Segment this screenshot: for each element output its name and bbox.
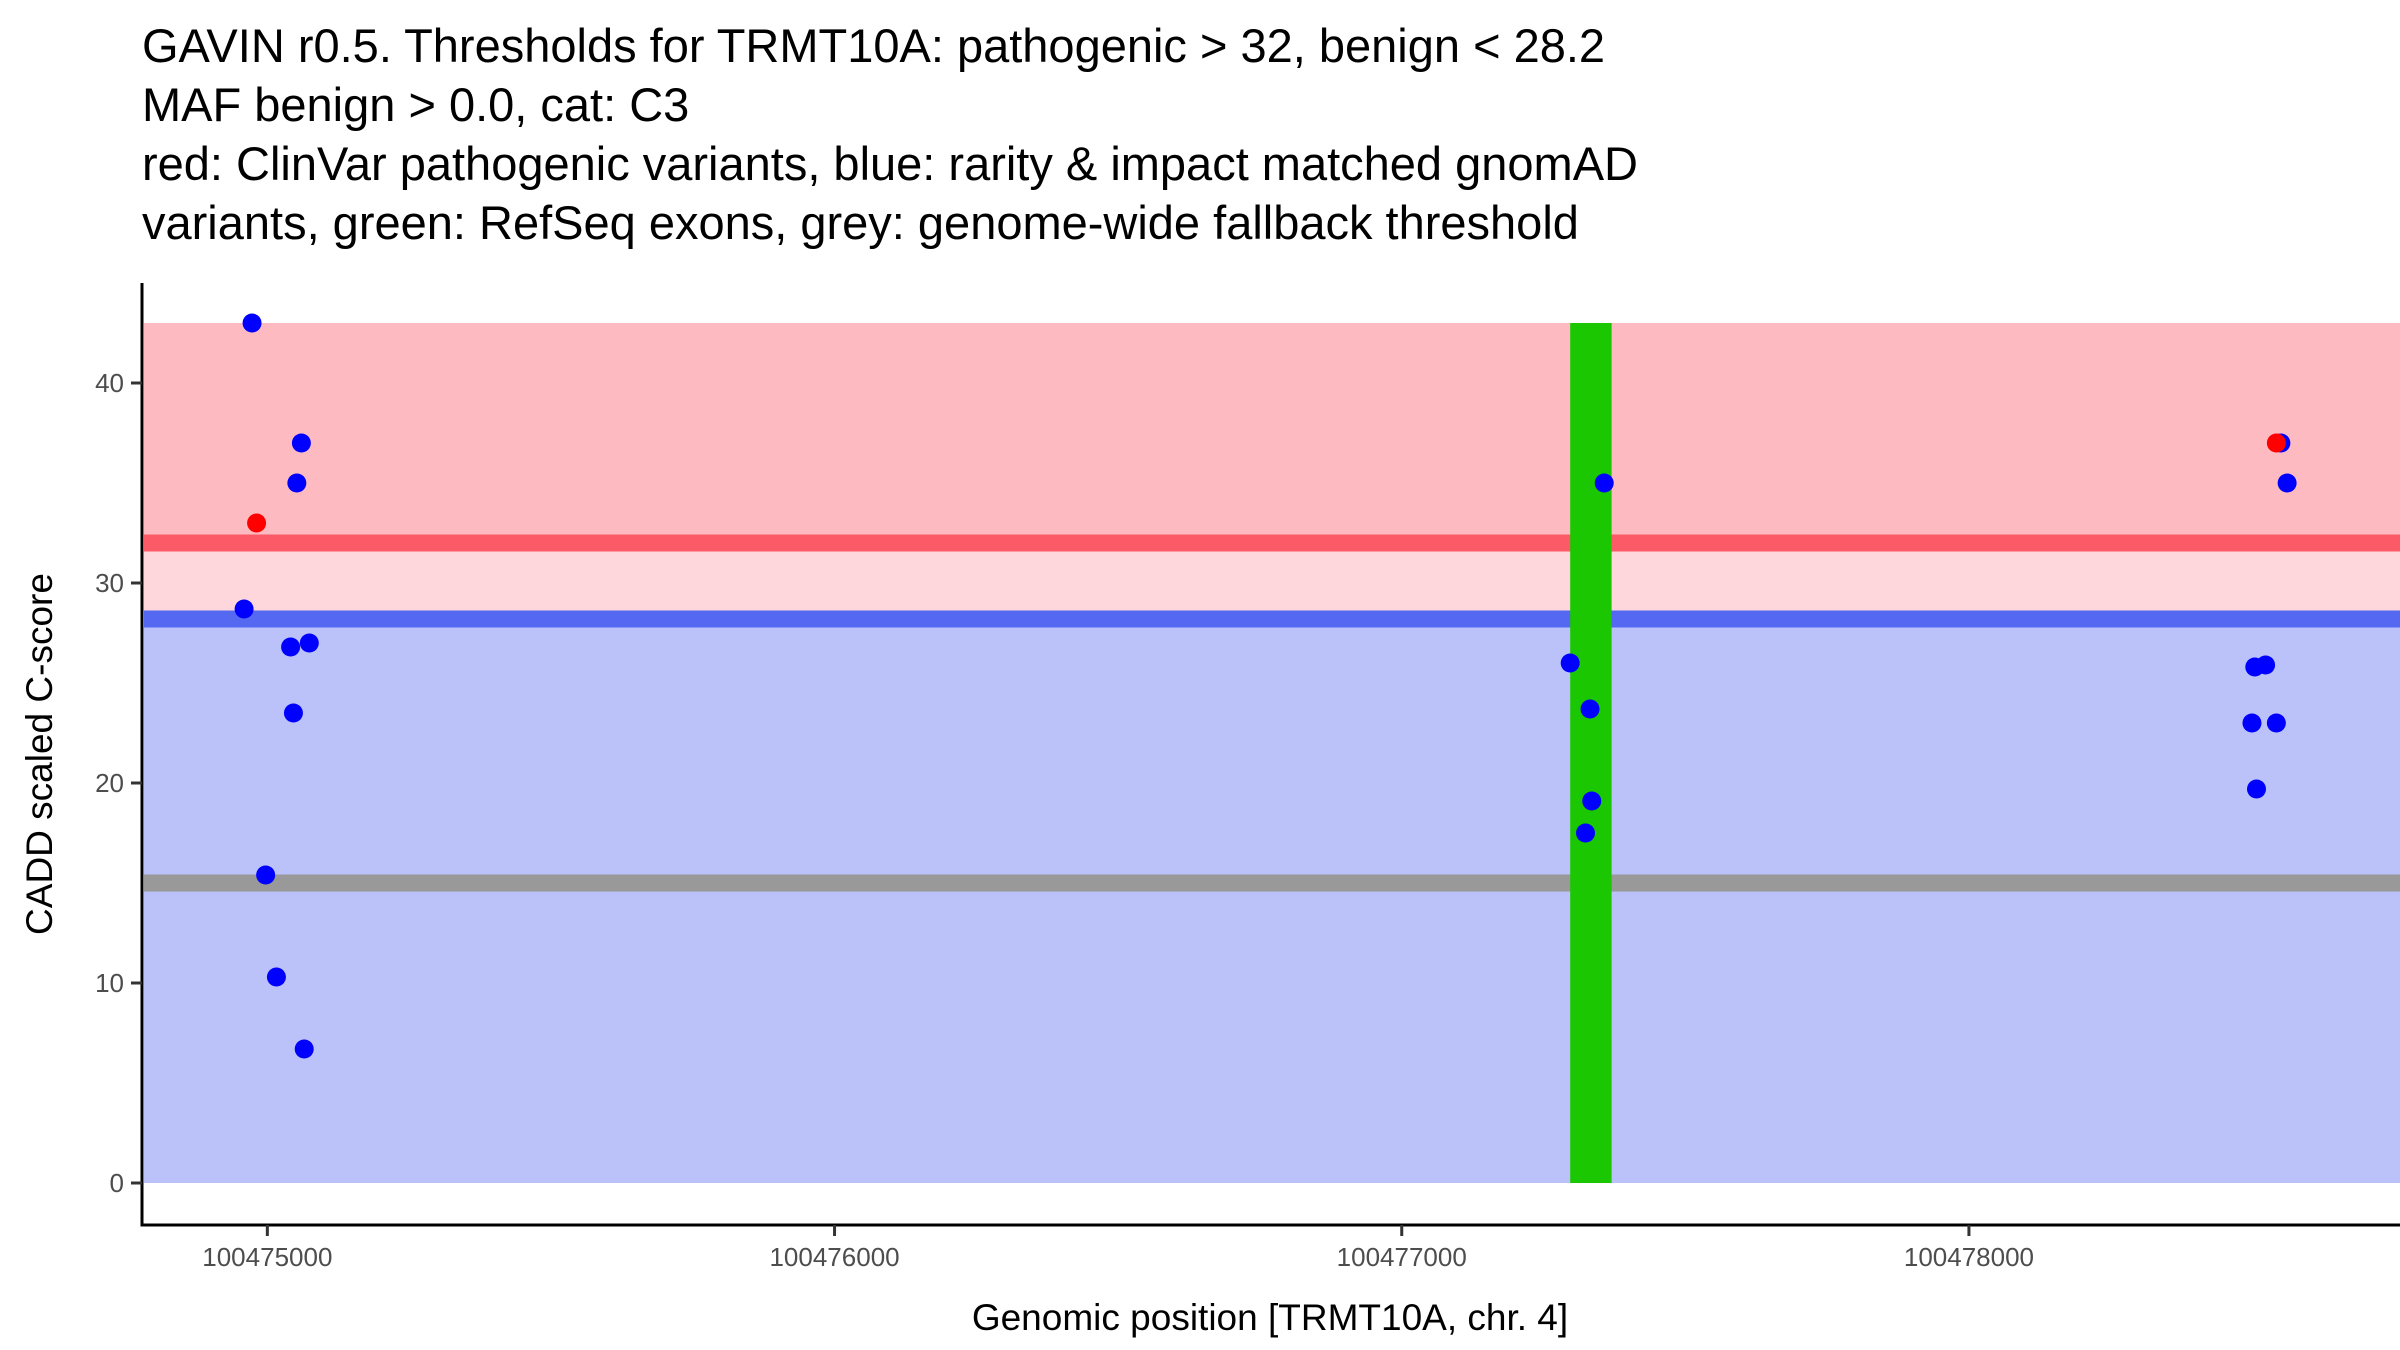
x-tick-label: 100476000: [769, 1242, 899, 1272]
y-tick-label: 20: [95, 768, 124, 798]
gnomad-point: [2266, 713, 2286, 733]
chart-title: GAVIN r0.5. Thresholds for TRMT10A: path…: [142, 19, 1638, 249]
y-tick-label: 10: [95, 968, 124, 998]
gnomad-point: [1576, 823, 1596, 843]
title-line-4: variants, green: RefSeq exons, grey: gen…: [142, 196, 1579, 249]
gnomad-point: [1594, 473, 1614, 493]
benign-threshold-line: [144, 610, 2400, 628]
pathogenic-band: [144, 323, 2400, 543]
benign-band: [144, 619, 2400, 1183]
gnomad-point: [1582, 791, 1602, 811]
y-tick-label: 0: [110, 1168, 124, 1198]
gnomad-point: [242, 313, 262, 333]
gnomad-point: [2246, 779, 2266, 799]
x-tick-label: 100478000: [1904, 1242, 2034, 1272]
gnomad-point: [2277, 473, 2297, 493]
gnomad-point: [2242, 713, 2262, 733]
title-line-2: MAF benign > 0.0, cat: C3: [142, 78, 689, 131]
gnomad-point: [2256, 655, 2276, 675]
data-points: [234, 313, 2297, 1059]
x-tick-label: 100475000: [202, 1242, 332, 1272]
y-axis-label: CADD scaled C-score: [19, 573, 60, 935]
gnomad-point: [291, 433, 311, 453]
gnomad-point: [283, 703, 303, 723]
gnomad-point: [266, 967, 286, 987]
x-tick-label: 100477000: [1337, 1242, 1467, 1272]
clinvar-point: [2266, 433, 2286, 453]
gnomad-point: [294, 1039, 314, 1059]
y-tick-label: 30: [95, 568, 124, 598]
gnomad-point: [299, 633, 319, 653]
gnomad-point: [1580, 699, 1600, 719]
gnomad-point: [256, 865, 276, 885]
title-line-3: red: ClinVar pathogenic variants, blue: …: [142, 137, 1638, 190]
gnomad-point: [1560, 653, 1580, 673]
clinvar-point: [247, 513, 267, 533]
fallback-threshold-line: [144, 874, 2400, 892]
gnomad-point: [234, 599, 254, 619]
axes: 0 10 20 30 40 100475000 100476000 100477000 1004…: [95, 283, 2400, 1272]
x-axis-label: Genomic position [TRMT10A, chr. 4]: [972, 1297, 1568, 1338]
exon-bar: [1570, 323, 1612, 1183]
threshold-bands: [144, 323, 2400, 1183]
gnomad-point: [287, 473, 307, 493]
y-tick-label: 40: [95, 368, 124, 398]
pathogenic-threshold-line: [144, 534, 2400, 552]
gnomad-point: [281, 637, 301, 657]
title-line-1: GAVIN r0.5. Thresholds for TRMT10A: path…: [142, 19, 1605, 72]
uncertain-band: [144, 543, 2400, 619]
